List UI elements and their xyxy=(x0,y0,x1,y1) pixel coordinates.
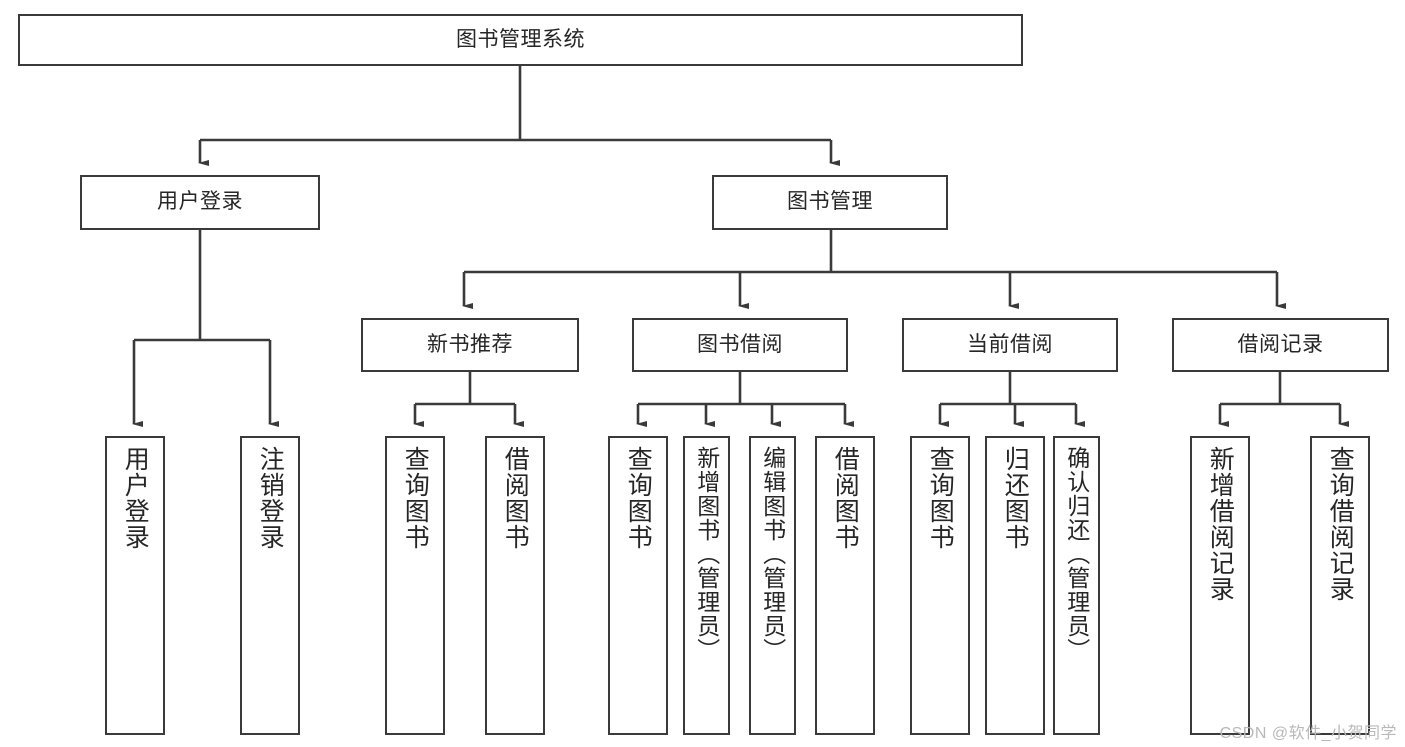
node-leaf-logout-label: 注销登录 xyxy=(256,446,285,550)
node-book-manage[interactable]: 图书管理 xyxy=(712,175,948,230)
node-user-login-label: 用户登录 xyxy=(157,190,243,214)
node-borrow-record[interactable]: 借阅记录 xyxy=(1172,318,1389,372)
node-leaf-edit-book-admin[interactable]: 编辑图书（管理员） xyxy=(749,436,796,735)
node-user-login[interactable]: 用户登录 xyxy=(80,175,320,230)
node-leaf-query-book-3-label: 查询图书 xyxy=(926,446,955,550)
node-leaf-query-record-label: 查询借阅记录 xyxy=(1326,446,1355,602)
node-leaf-query-book-1[interactable]: 查询图书 xyxy=(385,436,445,735)
node-new-book-recommend-label: 新书推荐 xyxy=(427,332,513,356)
node-leaf-return-book-label: 归还图书 xyxy=(1001,446,1030,550)
node-borrow-record-label: 借阅记录 xyxy=(1237,332,1324,356)
node-leaf-user-login[interactable]: 用户登录 xyxy=(105,436,165,735)
node-book-borrow[interactable]: 图书借阅 xyxy=(632,318,848,372)
node-book-borrow-label: 图书借阅 xyxy=(697,332,783,356)
node-leaf-add-book-admin[interactable]: 新增图书（管理员） xyxy=(683,436,730,735)
node-leaf-add-book-admin-label: 新增图书（管理员） xyxy=(693,446,720,662)
node-leaf-add-record-label: 新增借阅记录 xyxy=(1206,446,1235,602)
node-leaf-borrow-book-2-label: 借阅图书 xyxy=(831,446,860,550)
node-leaf-query-book-1-label: 查询图书 xyxy=(401,446,430,550)
node-current-borrow[interactable]: 当前借阅 xyxy=(902,318,1118,372)
node-current-borrow-label: 当前借阅 xyxy=(967,332,1053,356)
node-leaf-query-record[interactable]: 查询借阅记录 xyxy=(1310,436,1370,735)
node-leaf-borrow-book-1[interactable]: 借阅图书 xyxy=(485,436,545,735)
node-leaf-add-record[interactable]: 新增借阅记录 xyxy=(1190,436,1250,735)
node-root[interactable]: 图书管理系统 xyxy=(18,14,1023,66)
node-new-book-recommend[interactable]: 新书推荐 xyxy=(361,318,579,372)
node-leaf-borrow-book-1-label: 借阅图书 xyxy=(501,446,530,550)
node-leaf-query-book-2[interactable]: 查询图书 xyxy=(608,436,668,735)
node-leaf-borrow-book-2[interactable]: 借阅图书 xyxy=(815,436,875,735)
node-leaf-logout[interactable]: 注销登录 xyxy=(240,436,300,735)
node-leaf-query-book-3[interactable]: 查询图书 xyxy=(910,436,970,735)
node-leaf-return-book[interactable]: 归还图书 xyxy=(985,436,1045,735)
node-leaf-confirm-return-admin-label: 确认归还（管理员） xyxy=(1063,446,1090,662)
watermark: CSDN @软件_小贺同学 xyxy=(1219,725,1397,742)
node-book-manage-label: 图书管理 xyxy=(787,190,873,214)
node-leaf-confirm-return-admin[interactable]: 确认归还（管理员） xyxy=(1053,436,1100,735)
node-root-label: 图书管理系统 xyxy=(456,27,585,51)
node-leaf-edit-book-admin-label: 编辑图书（管理员） xyxy=(759,446,786,662)
node-leaf-query-book-2-label: 查询图书 xyxy=(624,446,653,550)
node-leaf-user-login-label: 用户登录 xyxy=(121,446,150,550)
